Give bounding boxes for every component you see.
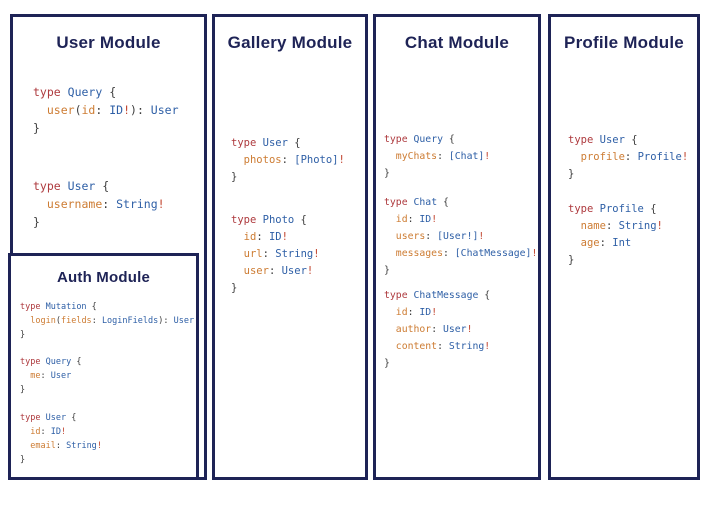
- code-line: type Photo {: [231, 214, 307, 226]
- code-line: }: [20, 385, 26, 395]
- code-line: }: [384, 265, 390, 276]
- code-line: type User {: [20, 413, 77, 423]
- code-block: type Query { user(id: ID!): User}: [33, 83, 179, 137]
- code-line: id: ID!: [30, 427, 67, 437]
- code-line: email: String!: [30, 441, 102, 451]
- code-line: myChats: [Chat]!: [395, 151, 491, 162]
- code-block: type User { photos: [Photo]!}: [231, 135, 345, 186]
- code-block: type User { id: ID! email: String!}: [20, 411, 102, 467]
- code-line: photos: [Photo]!: [243, 154, 345, 166]
- code-line: }: [384, 168, 390, 179]
- module-title: Chat Module: [404, 33, 510, 52]
- code-line: type Query {: [384, 134, 455, 145]
- code-line: users: [User!]!: [395, 231, 485, 242]
- code-line: }: [231, 282, 238, 294]
- code-line: id: ID!: [395, 214, 438, 225]
- panel-gallery-module: Gallery Module type User { photos: [Phot…: [212, 14, 368, 480]
- code-line: type User {: [231, 137, 301, 149]
- code-line: url: String!: [243, 248, 320, 260]
- code-line: }: [33, 121, 40, 135]
- code-line: type Query {: [20, 357, 82, 367]
- code-line: login(fields: LoginFields): User: [30, 316, 195, 326]
- code-line: id: ID!: [395, 307, 438, 318]
- code-block: type Query { myChats: [Chat]!}: [384, 131, 490, 182]
- code-line: name: String!: [580, 220, 663, 232]
- code-line: type ChatMessage {: [384, 290, 491, 301]
- code-line: type User {: [33, 179, 110, 193]
- module-title: Gallery Module: [227, 33, 353, 52]
- code-block: type User { username: String!}: [33, 177, 165, 231]
- code-line: id: ID!: [243, 231, 288, 243]
- code-block: type Mutation { login(fields: LoginField…: [20, 300, 194, 342]
- code-line: author: User!: [395, 324, 473, 335]
- code-line: }: [20, 455, 26, 465]
- module-title: Auth Module: [56, 269, 150, 286]
- code-line: profile: Profile!: [580, 151, 689, 163]
- code-line: }: [568, 254, 575, 266]
- code-line: age: Int: [580, 237, 632, 249]
- panel-chat-module: Chat Module type Query { myChats: [Chat]…: [373, 14, 541, 480]
- code-block: type Chat { id: ID! users: [User!]! mess…: [384, 194, 537, 279]
- code-line: user(id: ID!): User: [46, 103, 179, 117]
- code-line: type User {: [568, 134, 638, 146]
- code-line: content: String!: [395, 341, 491, 352]
- code-line: user: User!: [243, 265, 314, 277]
- code-line: me: User: [30, 371, 72, 381]
- code-line: type Chat {: [384, 197, 449, 208]
- code-line: username: String!: [46, 197, 165, 211]
- code-line: type Profile {: [568, 203, 657, 215]
- code-block: type Query { me: User}: [20, 355, 81, 397]
- panel-profile-module: Profile Module type User { profile: Prof…: [548, 14, 700, 480]
- module-title: Profile Module: [564, 33, 684, 52]
- code-line: messages: [ChatMessage]!: [395, 248, 538, 259]
- code-block: type User { profile: Profile!}: [568, 132, 688, 183]
- code-block: type Profile { name: String! age: Int}: [568, 201, 663, 269]
- code-block: type Photo { id: ID! url: String! user: …: [231, 212, 320, 297]
- code-line: }: [20, 330, 26, 340]
- code-line: type Query {: [33, 85, 117, 99]
- panel-auth-module: Auth Module type Mutation { login(fields…: [8, 253, 199, 480]
- code-line: }: [384, 358, 390, 369]
- code-line: }: [33, 215, 40, 229]
- code-block: type ChatMessage { id: ID! author: User!…: [384, 287, 490, 372]
- module-title: User Module: [56, 33, 161, 52]
- code-line: type Mutation {: [20, 302, 97, 312]
- code-line: }: [568, 168, 575, 180]
- code-line: }: [231, 171, 238, 183]
